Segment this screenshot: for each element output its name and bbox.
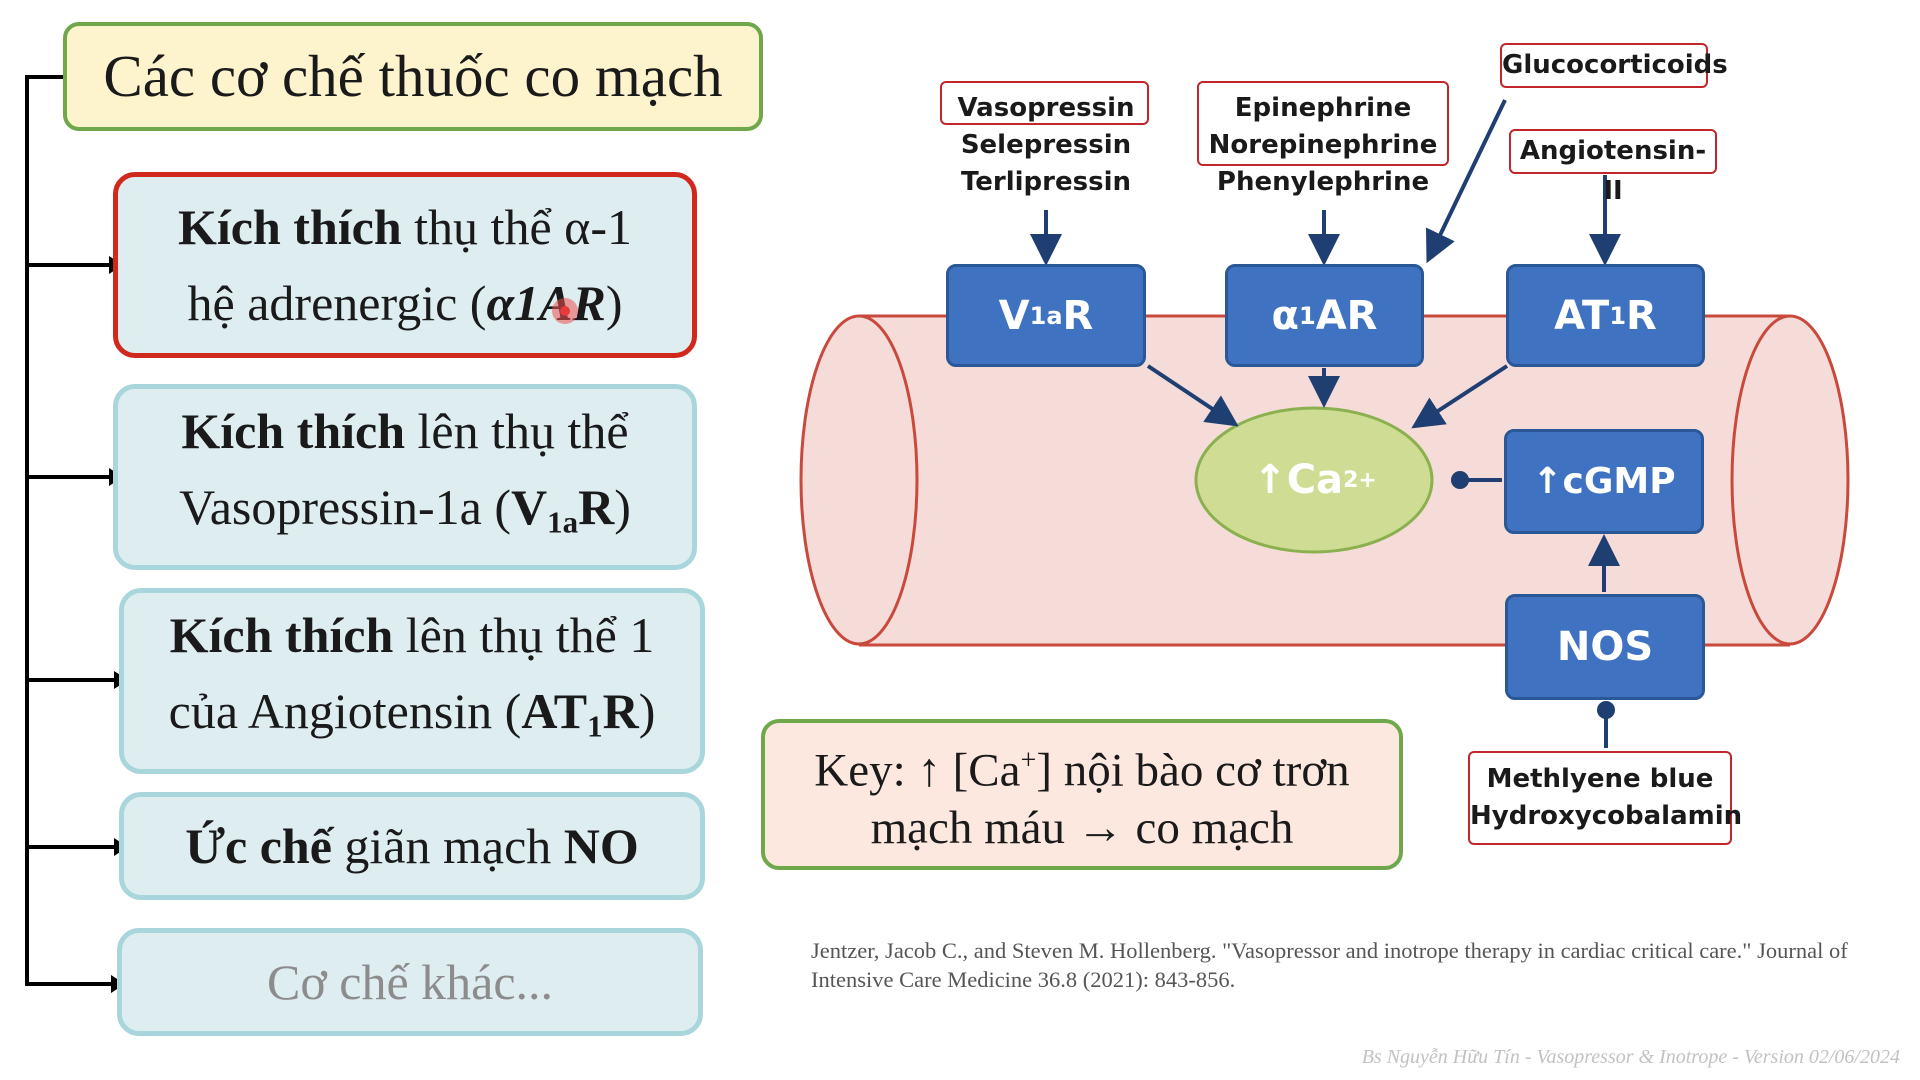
slide-footer: Bs Nguyễn Hữu Tín - Vasopressor & Inotro…	[1361, 1046, 1900, 1068]
inhibition-dot	[1451, 471, 1469, 489]
arrow-v1r-to-calcium	[1146, 364, 1239, 427]
arrow-at1r-to-calcium	[1411, 364, 1509, 429]
inhibition-nos-dot	[1597, 701, 1615, 719]
mechanism-alpha1-box[interactable]: Kích thích thụ thể α-1 hệ adrenergic (α1…	[113, 172, 697, 358]
pointer-cursor-icon	[552, 298, 578, 324]
tree-connector-top	[25, 75, 65, 79]
mechanism-v1a-box[interactable]: Kích thích lên thụ thể Vasopressin-1a (V…	[113, 384, 697, 570]
blood-vessel-left-opening	[799, 314, 919, 646]
calcium-node-shape	[1194, 406, 1434, 554]
cgmp-box: ↑cGMP	[1504, 429, 1704, 534]
citation-reference: Jentzer, Jacob C., and Steven M. Hollenb…	[811, 938, 1848, 992]
slide-title-text: Các cơ chế thuốc co mạch	[103, 43, 723, 109]
vasopressin-drug-frame	[940, 81, 1149, 125]
mechanism-at1-line2: của Angiotensin (AT1R)	[168, 683, 656, 744]
mechanism-at1-line1: Kích thích lên thụ thể 1	[169, 607, 655, 664]
drug-methylene-blue: Methlyene blue	[1486, 764, 1714, 794]
drug-epinephrine: Epinephrine	[1234, 93, 1412, 123]
vasopressin-drug-list: Vasopressin Selepressin Terlipressin	[946, 90, 1146, 201]
blood-vessel-right-opening	[1730, 314, 1850, 646]
drug-angiotensin-ii: Angiotensin-II	[1519, 136, 1707, 206]
mechanism-v1a-line1: Kích thích lên thụ thể	[181, 403, 629, 460]
key-line-1: Key: ↑ [Ca+] nội bào cơ trơn	[814, 744, 1350, 797]
mechanism-alpha1-line2: hệ adrenergic (α1AR)	[187, 275, 623, 331]
drug-phenylephrine: Phenylephrine	[1216, 167, 1430, 197]
catecholamine-drug-list: Epinephrine Norepinephrine Phenylephrine	[1197, 90, 1449, 201]
drug-norepinephrine: Norepinephrine	[1208, 130, 1438, 160]
mechanism-no-line: Ức chế giãn mạch NO	[185, 818, 639, 874]
drug-vasopressin: Vasopressin	[957, 93, 1135, 123]
mechanism-at1-box[interactable]: Kích thích lên thụ thể 1 của Angiotensin…	[119, 588, 705, 774]
drug-terlipressin: Terlipressin	[960, 167, 1131, 197]
tree-connector-vertical	[25, 75, 29, 985]
arrow-glucocorticoids-to-a1ar	[1425, 99, 1507, 264]
mechanism-no-inhibition-box[interactable]: Ức chế giãn mạch NO	[119, 792, 705, 900]
angiotensin-drug-box: Angiotensin-II	[1509, 129, 1717, 206]
key-line-2: mạch máu → co mạch	[870, 802, 1294, 855]
nos-box: NOS	[1505, 594, 1705, 700]
drug-hydroxycobalamin: Hydroxycobalamin	[1470, 801, 1743, 831]
glucocorticoids-drug-box: Glucocorticoids	[1500, 43, 1728, 88]
mechanism-alpha1-line1: Kích thích thụ thể α-1	[178, 199, 632, 255]
mechanism-other-label: Cơ chế khác...	[266, 954, 554, 1010]
no-inhibitor-drug-box: Methlyene blue Hydroxycobalamin	[1468, 751, 1743, 845]
key-summary-box: Key: ↑ [Ca+] nội bào cơ trơn mạch máu → …	[761, 719, 1403, 870]
catecholamine-drug-frame	[1197, 81, 1449, 166]
drug-selepressin: Selepressin	[960, 130, 1132, 160]
drug-glucocorticoids: Glucocorticoids	[1502, 50, 1728, 80]
slide-title: Các cơ chế thuốc co mạch	[63, 22, 763, 131]
mechanism-v1a-line2: Vasopressin-1a (V1aR)	[179, 479, 631, 540]
mechanism-other-box[interactable]: Cơ chế khác...	[117, 928, 703, 1036]
